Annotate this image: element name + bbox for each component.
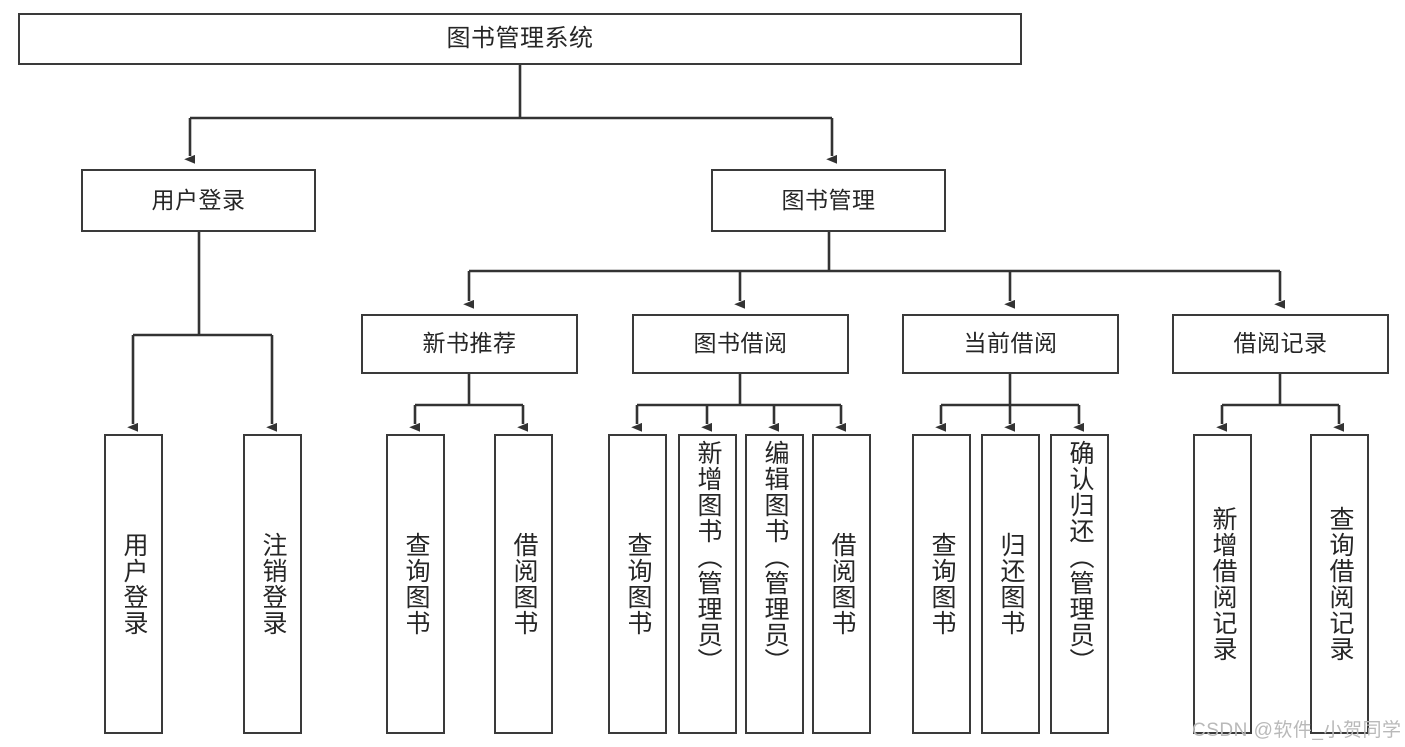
node-label: 图书借阅 xyxy=(693,330,788,357)
node-book-management[interactable]: 图书管理 xyxy=(711,169,946,232)
node-label: 查询借阅记录 xyxy=(1326,506,1354,662)
node-label: 查询图书 xyxy=(402,532,430,636)
leaf-new-book-borrow-books[interactable]: 借阅图书 xyxy=(494,434,553,734)
leaf-current-borrow-confirm-return-admin[interactable]: 确认归还（管理员） xyxy=(1050,434,1109,734)
leaf-book-borrow-query-books[interactable]: 查询图书 xyxy=(608,434,667,734)
node-label: 新书推荐 xyxy=(422,330,517,357)
leaf-current-borrow-return-books[interactable]: 归还图书 xyxy=(981,434,1040,734)
node-label: 查询图书 xyxy=(928,532,956,636)
leaf-user-login-login[interactable]: 用户登录 xyxy=(104,434,163,734)
leaf-borrow-record-add-record[interactable]: 新增借阅记录 xyxy=(1193,434,1252,734)
node-new-book-recommend[interactable]: 新书推荐 xyxy=(361,314,578,374)
leaf-borrow-record-query-record[interactable]: 查询借阅记录 xyxy=(1310,434,1369,734)
node-label: 新增图书（管理员） xyxy=(694,440,722,674)
leaf-book-borrow-borrow-books[interactable]: 借阅图书 xyxy=(812,434,871,734)
node-label: 查询图书 xyxy=(624,532,652,636)
node-label: 当前借阅 xyxy=(963,330,1058,357)
node-label: 图书管理系统 xyxy=(446,24,594,52)
leaf-current-borrow-query-books[interactable]: 查询图书 xyxy=(912,434,971,734)
leaf-user-login-logout[interactable]: 注销登录 xyxy=(243,434,302,734)
leaf-book-borrow-add-book-admin[interactable]: 新增图书（管理员） xyxy=(678,434,737,734)
node-label: 编辑图书（管理员） xyxy=(761,440,789,674)
node-label: 归还图书 xyxy=(997,532,1025,636)
node-label: 注销登录 xyxy=(259,532,287,636)
leaf-book-borrow-edit-book-admin[interactable]: 编辑图书（管理员） xyxy=(745,434,804,734)
node-label: 用户登录 xyxy=(151,186,246,213)
node-label: 新增借阅记录 xyxy=(1209,506,1237,662)
node-label: 借阅图书 xyxy=(828,532,856,636)
node-borrow-record[interactable]: 借阅记录 xyxy=(1172,314,1389,374)
node-root-book-management-system[interactable]: 图书管理系统 xyxy=(18,13,1022,65)
node-label: 借阅记录 xyxy=(1233,330,1328,357)
node-label: 借阅图书 xyxy=(510,532,538,636)
node-label: 图书管理 xyxy=(781,186,876,213)
node-book-borrow[interactable]: 图书借阅 xyxy=(632,314,849,374)
node-current-borrow[interactable]: 当前借阅 xyxy=(902,314,1119,374)
node-label: 确认归还（管理员） xyxy=(1066,440,1094,674)
node-user-login[interactable]: 用户登录 xyxy=(81,169,316,232)
watermark-credit: CSDN @软件_小贺同学 xyxy=(1192,720,1402,741)
leaf-new-book-query-books[interactable]: 查询图书 xyxy=(386,434,445,734)
node-label: 用户登录 xyxy=(120,532,148,636)
